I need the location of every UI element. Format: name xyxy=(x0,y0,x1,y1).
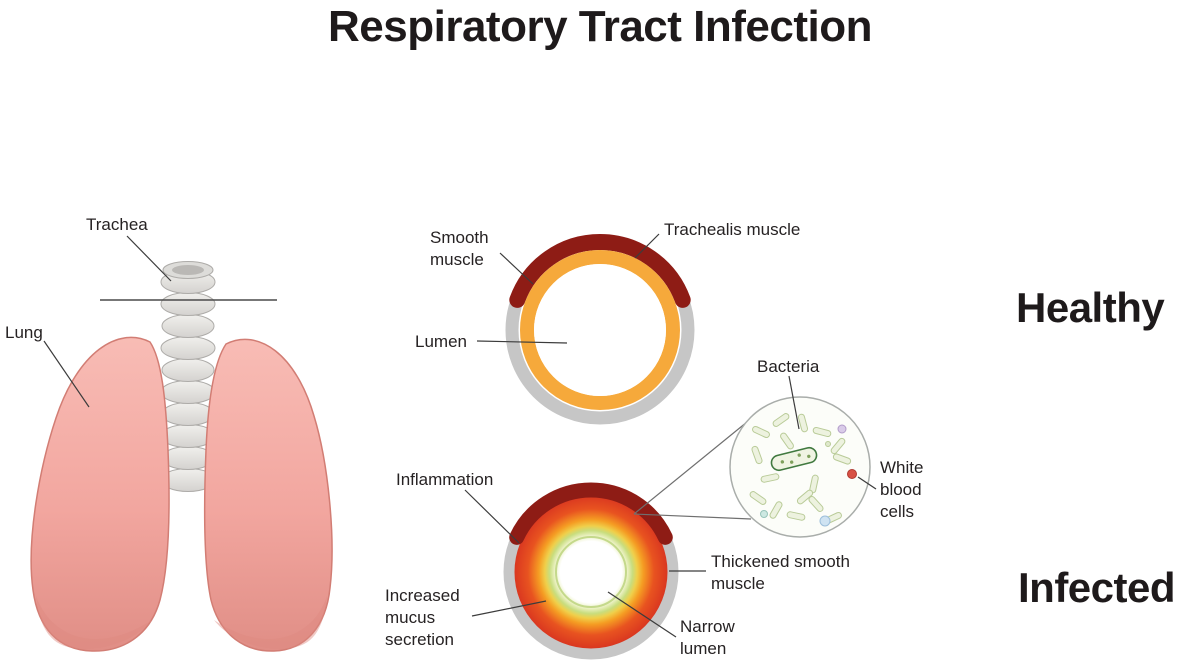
label-lumen: Lumen xyxy=(415,332,467,351)
magnifier-connector-lines xyxy=(633,421,752,520)
inflamed-interior xyxy=(514,495,668,649)
right-lung-shape xyxy=(203,338,333,652)
smooth-muscle-ring xyxy=(520,250,680,410)
trachea-illustration xyxy=(160,261,216,492)
label-smooth-muscle: Smooth muscle xyxy=(430,228,489,270)
label-thickened-smooth-muscle: Thickened smooth muscle xyxy=(711,552,850,594)
label-inflammation: Inflammation xyxy=(396,470,494,489)
label-lung: Lung xyxy=(5,323,43,342)
label-increased-mucus-secretion: Increased mucus secretion xyxy=(385,586,460,650)
lung-pointer-line xyxy=(43,340,90,408)
lumen-pointer-line xyxy=(476,340,568,344)
heading-infected: Infected xyxy=(1018,564,1176,611)
label-trachea: Trachea xyxy=(86,215,148,234)
mucus-ring-edge xyxy=(555,536,627,608)
mucus-pointer-line xyxy=(471,600,547,617)
trachealis-muscle-band xyxy=(509,233,691,308)
narrow-lumen-pointer-line xyxy=(607,591,677,638)
heading-healthy: Healthy xyxy=(1016,284,1165,331)
bacteria-pointer-line xyxy=(788,375,800,430)
inflammation-pointer-line xyxy=(464,489,520,544)
page-title: Respiratory Tract Infection xyxy=(328,2,872,51)
large-bacterium xyxy=(770,446,818,472)
label-narrow-lumen: Narrow lumen xyxy=(680,617,735,659)
left-lung-shading xyxy=(36,596,152,650)
label-white-blood-cells: White blood cells xyxy=(880,458,924,522)
label-trachealis-muscle: Trachealis muscle xyxy=(664,220,801,239)
healthy-lumen xyxy=(534,264,666,396)
healthy-cross-section xyxy=(505,233,695,425)
label-bacteria: Bacteria xyxy=(757,357,820,376)
lungs-illustration xyxy=(30,336,333,652)
wbc-pointer-line xyxy=(857,476,877,490)
right-lung-shading xyxy=(214,596,327,650)
pointer-lines xyxy=(43,233,877,638)
trachealis-pointer-line xyxy=(634,233,660,259)
infected-cross-section xyxy=(503,482,679,660)
trachea-pointer-line xyxy=(126,235,172,282)
bacteria-magnifier xyxy=(729,396,871,538)
left-lung-shape xyxy=(30,336,170,652)
trachealis-muscle-band-infected xyxy=(509,482,673,545)
white-blood-cells-illustration xyxy=(760,424,857,527)
smooth-muscle-pointer-line xyxy=(499,252,534,285)
